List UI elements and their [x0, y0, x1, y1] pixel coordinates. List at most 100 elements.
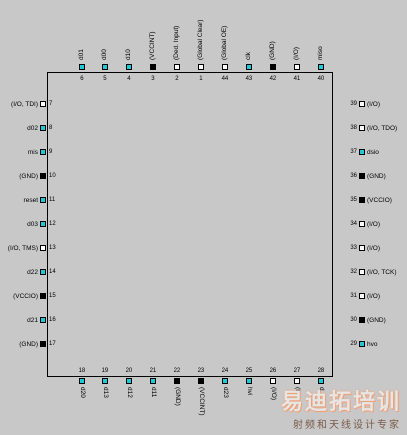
pin-38-marker: [359, 125, 365, 131]
pin-18-marker: [79, 378, 85, 384]
pin-9-number: 9: [49, 149, 53, 155]
pin-30-label: (GND): [367, 316, 386, 324]
pin-13-label: (I/O, TMS): [7, 244, 38, 252]
pin-9-marker: [40, 149, 46, 155]
pin-6-label: d01: [78, 49, 85, 60]
pin-44-label: (Global OE): [221, 25, 228, 60]
pin-23-number: 23: [197, 368, 205, 374]
pin-36-number: 36: [350, 173, 357, 179]
pin-15-marker: [40, 293, 46, 299]
pin-14-number: 14: [49, 269, 56, 275]
pin-29-label: hvo: [367, 340, 378, 348]
pin-35-label: (VCCIO): [367, 196, 392, 204]
pin-34-number: 34: [350, 221, 357, 227]
pin-11-marker: [40, 197, 46, 203]
watermark-subtitle: 射频和天线设计专家: [293, 420, 401, 431]
pin-40-number: 40: [317, 76, 325, 82]
watermark-title: 易迪拓培训: [280, 390, 401, 415]
pin-7-label: (I/O, TDI): [11, 100, 38, 108]
pin-24-number: 24: [221, 368, 229, 374]
pin-41-number: 41: [293, 76, 301, 82]
pin-8-marker: [40, 125, 46, 131]
pin-10-number: 10: [49, 173, 56, 179]
pin-5-marker: [102, 64, 108, 70]
pin-22-label: (GND): [174, 387, 181, 406]
pin-23-marker: [198, 378, 204, 384]
pin-42-marker: [270, 64, 276, 70]
pin-39-number: 39: [350, 101, 357, 107]
pin-1-number: 1: [199, 76, 203, 82]
pin-17-label: (GND): [19, 340, 38, 348]
pin-26-marker: [270, 378, 276, 384]
pin-43-label: clk: [245, 52, 252, 60]
cpld-chip-body: [47, 72, 333, 377]
pin-32-marker: [359, 269, 365, 275]
pin-18-number: 18: [78, 368, 86, 374]
pin-12-number: 12: [49, 221, 56, 227]
pin-11-number: 11: [49, 197, 56, 203]
pin-36-label: (GND): [367, 172, 386, 180]
pin-27-number: 27: [293, 368, 301, 374]
pin-20-number: 20: [125, 368, 133, 374]
pin-44-marker: [222, 64, 228, 70]
pin-24-label: d23: [222, 387, 229, 398]
pin-30-number: 30: [350, 317, 357, 323]
pin-35-number: 35: [350, 197, 357, 203]
watermark: 易迪拓培训 射频和天线设计专家: [281, 384, 401, 431]
pin-12-label: d03: [27, 220, 38, 228]
pin-43-marker: [246, 64, 252, 70]
pin-39-label: (I/O): [367, 100, 380, 108]
pin-33-marker: [359, 245, 365, 251]
pin-1-marker: [198, 64, 204, 70]
pin-6-marker: [79, 64, 85, 70]
pin-5-number: 5: [103, 76, 107, 82]
pin-6-number: 6: [80, 76, 84, 82]
pin-41-label: (I/O): [293, 47, 300, 60]
pin-3-number: 3: [151, 76, 155, 82]
pin-2-label: (Ded. Input): [173, 25, 180, 60]
pin-25-label: hvi: [246, 387, 253, 396]
pin-7-marker: [40, 101, 46, 107]
pin-26-label: (I/O): [270, 387, 277, 400]
pin-8-label: d02: [27, 124, 38, 132]
pin-19-number: 19: [101, 368, 109, 374]
pin-17-number: 17: [49, 341, 56, 347]
pin-40-marker: [318, 64, 324, 70]
pin-4-number: 4: [127, 76, 131, 82]
pin-27-marker: [294, 378, 300, 384]
pin-37-number: 37: [350, 149, 357, 155]
pin-39-marker: [359, 101, 365, 107]
pin-24-marker: [222, 378, 228, 384]
pin-23-label: (VCCINT): [198, 387, 205, 416]
pin-22-number: 22: [173, 368, 181, 374]
pin-31-label: (I/O): [367, 292, 380, 300]
pin-17-marker: [40, 341, 46, 347]
pin-3-marker: [150, 64, 156, 70]
pin-31-marker: [359, 293, 365, 299]
pin-40-label: miso: [317, 46, 324, 60]
pin-37-label: dsio: [367, 148, 379, 156]
pin-25-number: 25: [245, 368, 253, 374]
pin-36-marker: [359, 173, 365, 179]
pin-33-number: 33: [350, 245, 357, 251]
pin-14-label: d22: [27, 268, 38, 276]
pin-42-label: (GND): [269, 41, 276, 60]
pin-20-label: d12: [126, 387, 133, 398]
pin-29-marker: [359, 341, 365, 347]
pin-41-marker: [294, 64, 300, 70]
pin-29-number: 29: [350, 341, 357, 347]
pin-14-marker: [40, 269, 46, 275]
pin-21-label: d11: [150, 387, 157, 398]
pin-32-label: (I/O, TCK): [367, 268, 397, 276]
pin-19-label: d13: [102, 387, 109, 398]
pin-34-label: (I/O): [367, 220, 380, 228]
pin-2-marker: [174, 64, 180, 70]
pin-11-label: reset: [23, 196, 38, 204]
pin-16-number: 16: [49, 317, 56, 323]
pin-34-marker: [359, 221, 365, 227]
pin-4-marker: [126, 64, 132, 70]
pin-13-marker: [40, 245, 46, 251]
pin-22-marker: [174, 378, 180, 384]
pin-15-number: 15: [49, 293, 56, 299]
pin-44-number: 44: [221, 76, 229, 82]
